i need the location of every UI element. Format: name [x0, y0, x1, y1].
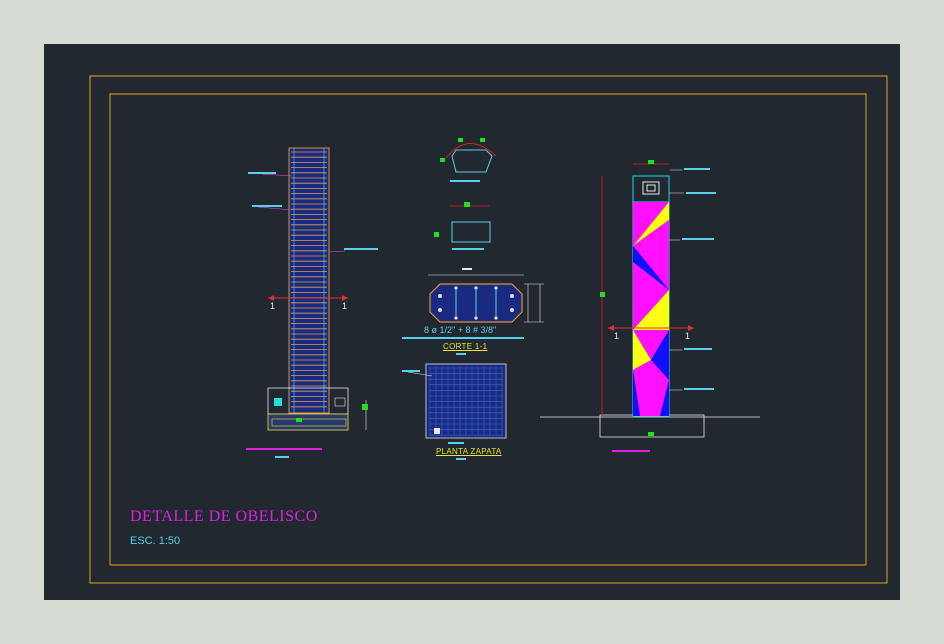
- top-view-section: [434, 202, 491, 250]
- drawing-title: DETALLE DE OBELISCO: [130, 508, 318, 525]
- outer-frame: [89, 75, 888, 584]
- section-mark-obelisk-right: 1: [685, 331, 691, 341]
- drawing-scale: ESC. 1:50: [130, 535, 181, 547]
- inner-frame: [109, 93, 867, 566]
- section-mark-left: 1: [270, 301, 276, 311]
- section-1-1: [402, 268, 544, 355]
- obelisk-elevation: [540, 160, 760, 452]
- section-reinforcement-label: 8 ø 1/2" + 8 # 3/8": [424, 325, 497, 335]
- section-mark-obelisk-left: 1: [614, 331, 620, 341]
- footing-plan-label: PLANTA ZAPATA: [436, 447, 502, 456]
- top-plan-section: [440, 138, 497, 182]
- footing-plan: [402, 363, 507, 460]
- section-mark-right: 1: [342, 301, 348, 311]
- section-1-1-label: CORTE 1-1: [443, 342, 488, 351]
- column-elevation: [246, 147, 378, 458]
